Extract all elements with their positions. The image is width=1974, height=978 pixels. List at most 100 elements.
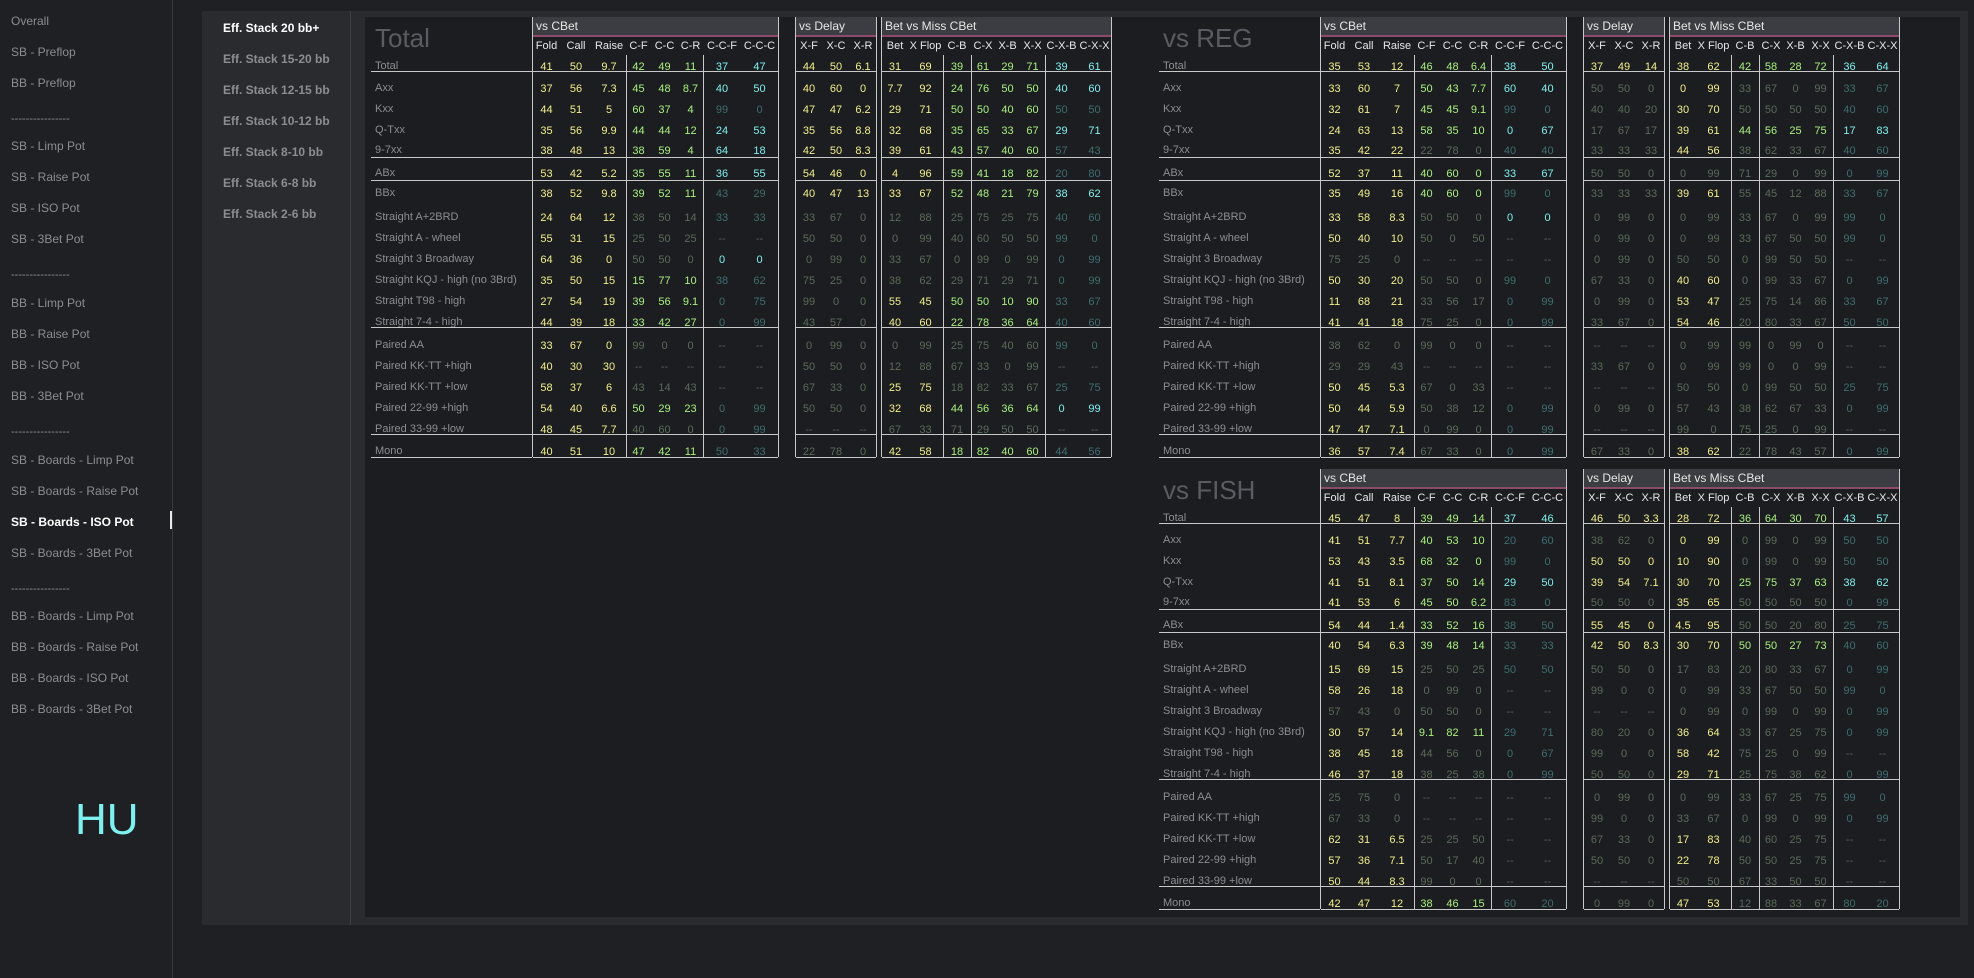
stat-cell: 67 — [1814, 317, 1827, 329]
stat-cell: 0 — [1846, 597, 1853, 609]
stat-cell: 29 — [1764, 168, 1778, 180]
stat-cell: 63 — [1814, 577, 1827, 589]
stat-cell: 80 — [1843, 898, 1856, 910]
stack-filter-item[interactable]: Eff. Stack 6-8 bb — [223, 176, 317, 190]
row-separator — [796, 434, 876, 435]
stat-cell: 40 — [1328, 640, 1341, 652]
stat-cell: 0 — [1449, 233, 1456, 245]
stat-cell: 51 — [569, 446, 583, 458]
stat-cell: 33 — [1328, 212, 1341, 224]
row-separator — [533, 434, 778, 435]
stat-cell: 29 — [1503, 727, 1517, 739]
stat-cell: 0 — [661, 340, 668, 352]
stat-cell: 32 — [1328, 104, 1341, 116]
column-divider — [1759, 55, 1760, 457]
stat-cell: 17 — [1590, 125, 1604, 137]
sidebar-item[interactable]: SB - Boards - Raise Pot — [11, 484, 139, 498]
stat-cell: 99 — [1446, 685, 1459, 697]
stat-cell: 38 — [632, 212, 645, 224]
sidebar-item[interactable]: BB - Preflop — [11, 76, 76, 90]
stat-cell: 56 — [658, 296, 671, 308]
sidebar-item[interactable]: SB - Boards - 3Bet Pot — [11, 546, 133, 560]
stat-cell: 75 — [976, 340, 990, 352]
stat-cell: 99 — [1814, 83, 1827, 95]
row-separator — [371, 157, 532, 158]
row-separator — [796, 157, 876, 158]
stat-cell: 33 — [1503, 168, 1517, 180]
stat-cell: 57 — [1328, 706, 1341, 718]
column-divider — [1045, 55, 1046, 457]
stat-cell: 0 — [1647, 769, 1655, 781]
stat-cell: 64 — [1026, 403, 1039, 415]
stat-cell: 56 — [1707, 145, 1720, 157]
sidebar-item[interactable]: BB - Boards - ISO Pot — [11, 671, 129, 685]
stat-cell: 57 — [1328, 855, 1341, 867]
stat-cell: 22 — [1420, 145, 1433, 157]
sidebar-item[interactable]: BB - Boards - Limp Pot — [11, 609, 134, 623]
sidebar-item[interactable]: BB - ISO Pot — [11, 358, 80, 372]
row-separator — [1321, 180, 1566, 181]
stat-cell: 0 — [605, 254, 613, 266]
sidebar-item[interactable]: SB - Boards - ISO Pot — [11, 515, 134, 529]
stat-cell: 29 — [658, 403, 671, 415]
sidebar-item[interactable]: SB - Raise Pot — [11, 170, 90, 184]
stack-filter-item[interactable]: Eff. Stack 2-6 bb — [223, 207, 317, 221]
stat-cell: 40 — [1055, 83, 1068, 95]
stat-cell: 0 — [1506, 125, 1514, 137]
stat-cell: 67 — [1590, 275, 1604, 287]
stack-filter-item[interactable]: Eff. Stack 12-15 bb — [223, 83, 330, 97]
stat-cell: 3.3 — [1643, 513, 1659, 525]
sidebar-item[interactable]: SB - Limp Pot — [11, 139, 86, 153]
stat-cell: 20 — [1876, 898, 1889, 910]
stat-cell: 57 — [1357, 446, 1371, 458]
stat-cell: 4.5 — [1675, 620, 1691, 632]
stack-filter-item[interactable]: Eff. Stack 10-12 bb — [223, 114, 330, 128]
stat-cell: 24 — [1328, 125, 1341, 137]
stat-cell: 38 — [1590, 535, 1604, 547]
sidebar-item[interactable]: SB - Preflop — [11, 45, 76, 59]
stat-cell: 0 — [859, 83, 867, 95]
stat-cell: 54 — [1676, 317, 1690, 329]
sidebar-item[interactable]: Overall — [11, 14, 50, 28]
stat-cell: 99 — [1617, 254, 1631, 266]
stack-filter-item[interactable]: Eff. Stack 15-20 bb — [223, 52, 330, 66]
stat-cell: 12 — [1738, 898, 1752, 910]
stack-filter-item[interactable]: Eff. Stack 20 bb+ — [223, 21, 320, 35]
row-separator — [1159, 180, 1320, 181]
sidebar-item[interactable]: BB - Boards - 3Bet Pot — [11, 702, 133, 716]
sidebar-item[interactable]: BB - 3Bet Pot — [11, 389, 84, 403]
sidebar-item[interactable]: BB - Boards - Raise Pot — [11, 640, 139, 654]
stat-cell: 79 — [1026, 188, 1039, 200]
table-title: vs FISH — [1163, 475, 1256, 505]
stat-cell: 78 — [1707, 855, 1720, 867]
stat-cell: 0 — [1475, 424, 1482, 436]
sidebar-item[interactable]: SB - ISO Pot — [11, 201, 80, 215]
stat-cell: 67 — [919, 188, 932, 200]
stat-cell: 50 — [1420, 275, 1433, 287]
stat-cell: 51 — [1357, 577, 1371, 589]
stat-cell: 50 — [715, 446, 729, 458]
stat-cell: 67 — [1088, 296, 1101, 308]
sidebar-item[interactable]: SB - 3Bet Pot — [11, 232, 84, 246]
stat-cell: -- — [1506, 685, 1514, 697]
sidebar-item[interactable]: BB - Raise Pot — [11, 327, 90, 341]
stat-cell: 25 — [684, 233, 697, 245]
sidebar-item[interactable]: BB - Limp Pot — [11, 296, 86, 310]
sidebar-item[interactable]: SB - Boards - Limp Pot — [11, 453, 134, 467]
stat-cell: 43 — [1088, 145, 1101, 157]
column-header: C-X-X — [1867, 40, 1898, 52]
stat-cell: 50 — [1541, 577, 1554, 589]
stat-cell: 0 — [859, 233, 867, 245]
stat-cell: 33 — [1738, 83, 1752, 95]
stat-cell: 33 — [1738, 685, 1752, 697]
stat-cell: 33 — [632, 317, 645, 329]
stat-cell: 75 — [1738, 748, 1752, 760]
stack-filter-item[interactable]: Eff. Stack 8-10 bb — [223, 145, 324, 159]
row-label: Paired 33-99 +low — [1163, 423, 1252, 435]
stat-cell: -- — [1845, 748, 1854, 760]
column-header: X-F — [800, 40, 818, 52]
column-header: Call — [1354, 492, 1374, 504]
